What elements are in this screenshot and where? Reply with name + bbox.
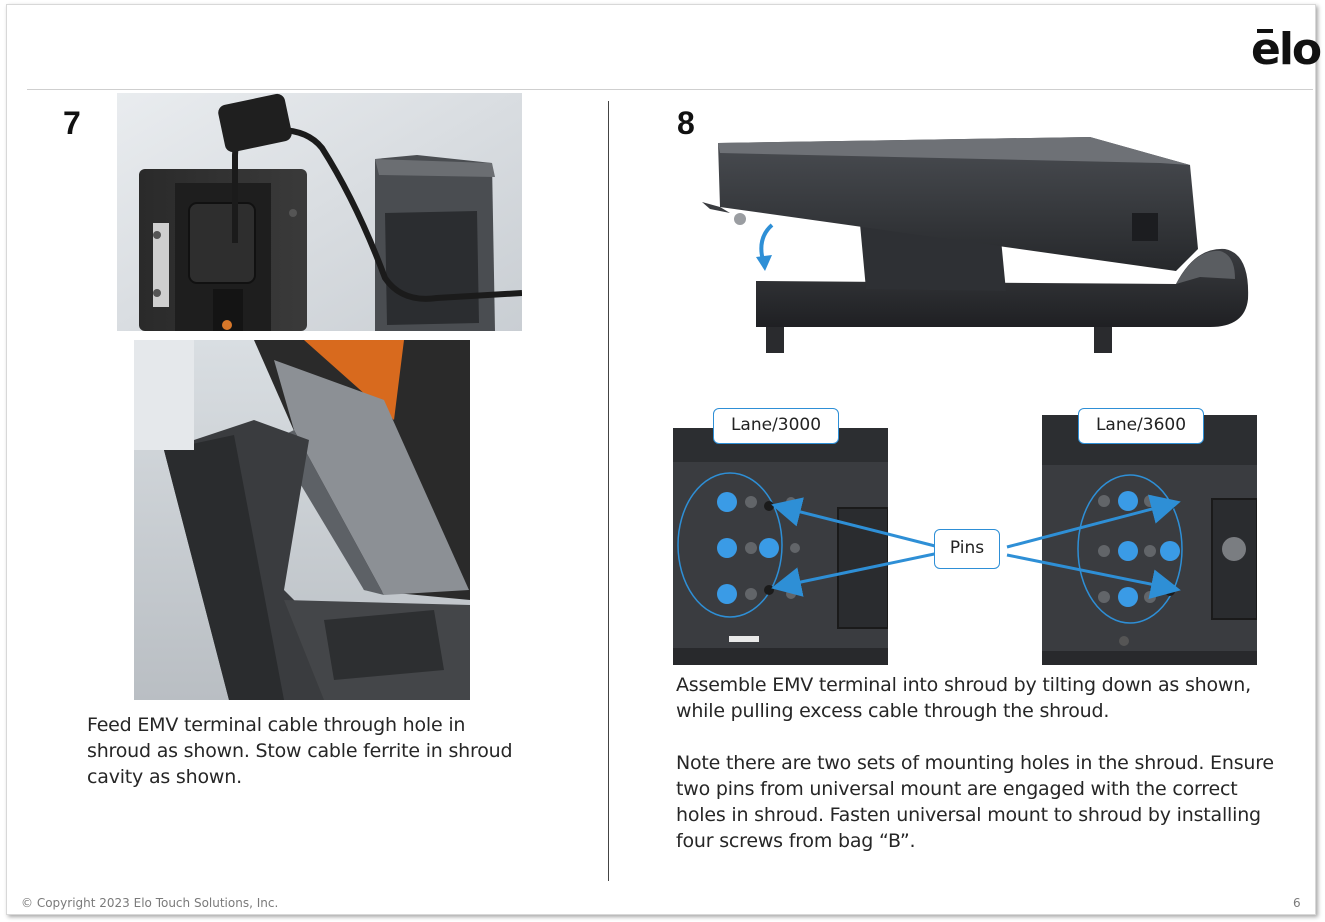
step-7-caption: Feed EMV terminal cable through hole in … xyxy=(87,714,513,788)
step-8-number: 8 xyxy=(677,105,695,141)
step-7-number: 7 xyxy=(63,105,81,141)
label-lane3600: Lane/3600 xyxy=(1078,408,1204,444)
header-divider xyxy=(27,89,1313,90)
diagram-tilt-assembly xyxy=(690,129,1250,355)
label-lane3000: Lane/3000 xyxy=(713,408,839,444)
manual-page: elo 7 xyxy=(6,4,1322,915)
step-8-caption-1: Assemble EMV terminal into shroud by til… xyxy=(676,674,1251,722)
column-divider xyxy=(608,101,609,881)
photo-ferrite-stow xyxy=(134,340,470,700)
photo-cable-routing xyxy=(117,93,522,331)
page-number: 6 xyxy=(1293,896,1301,910)
elo-logo: elo xyxy=(1251,24,1322,75)
photo-lane3000-holes xyxy=(673,428,888,665)
pin-arrows xyxy=(771,494,1181,599)
step-8-caption-2: Note there are two sets of mounting hole… xyxy=(676,752,1274,852)
logo-macron xyxy=(1257,29,1273,33)
label-pins: Pins xyxy=(934,529,1000,569)
copyright-text: © Copyright 2023 Elo Touch Solutions, In… xyxy=(21,896,279,910)
step-8-caption: Assemble EMV terminal into shroud by til… xyxy=(676,672,1276,854)
